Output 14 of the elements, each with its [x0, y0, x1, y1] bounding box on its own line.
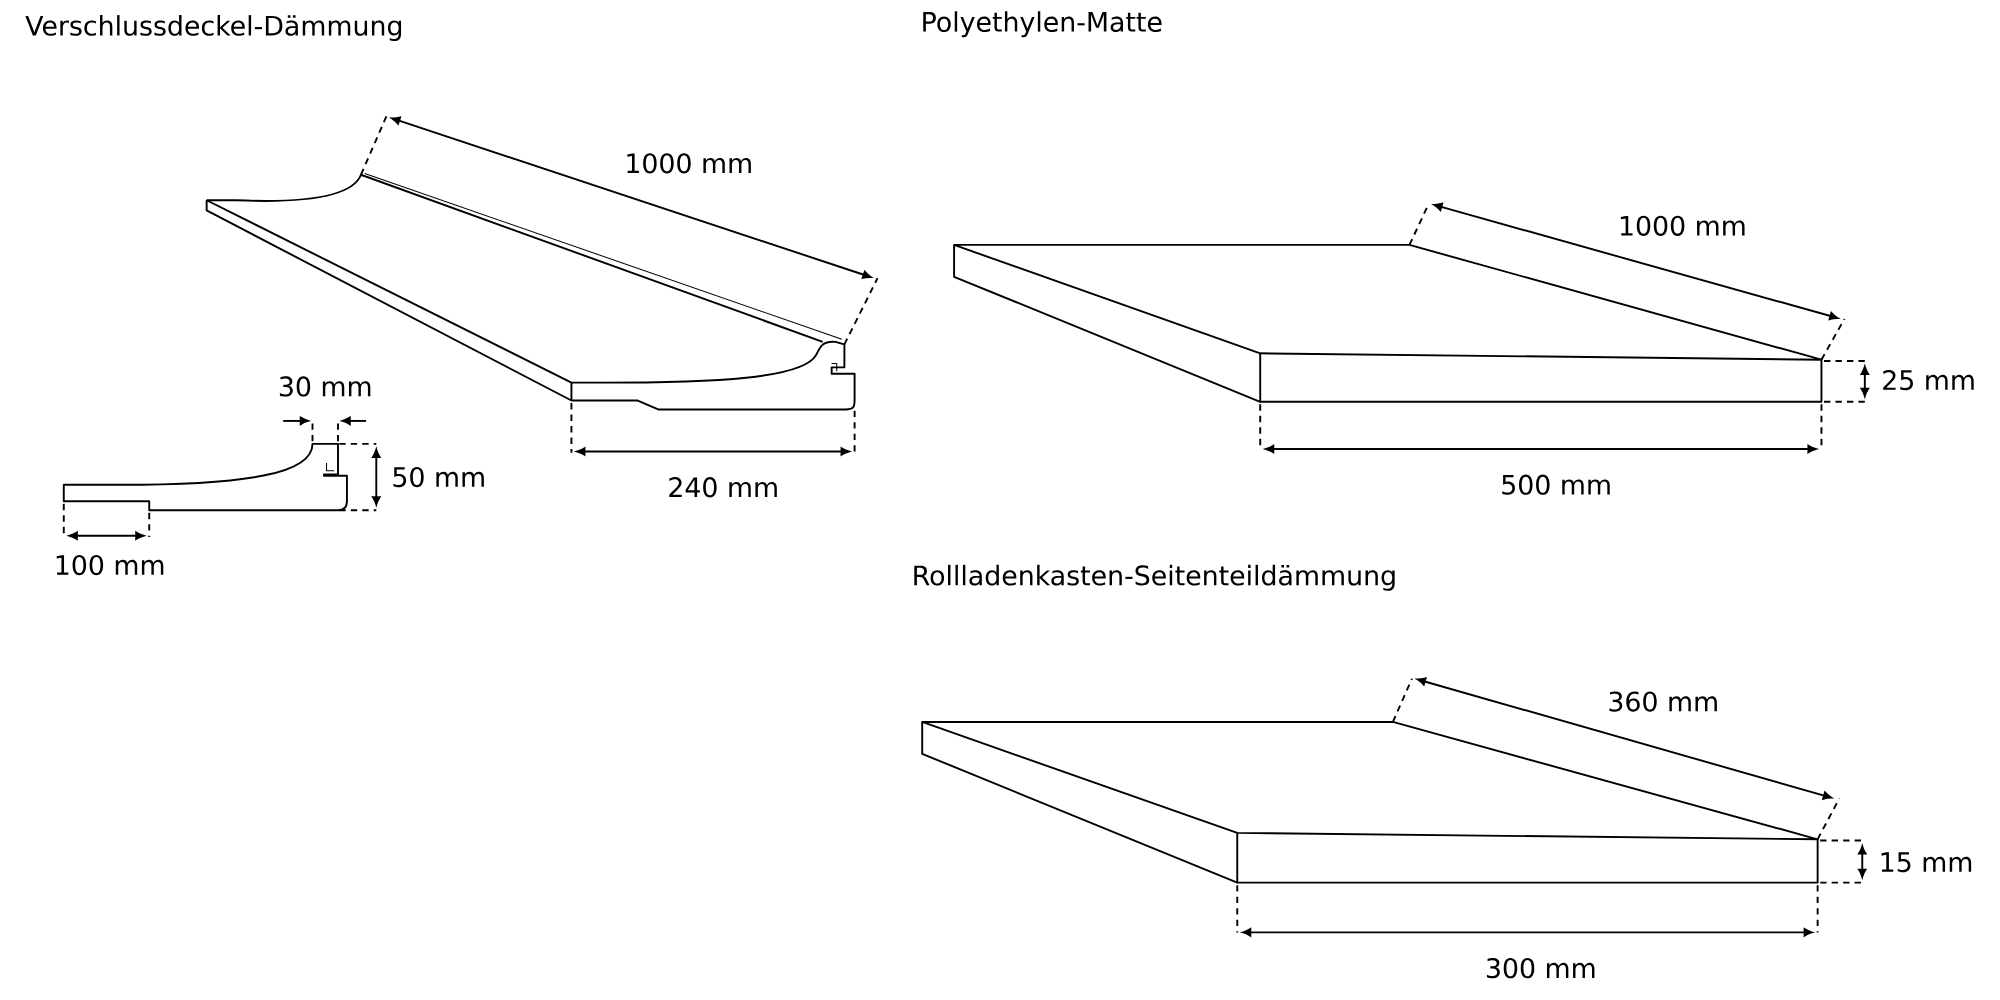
dimension-label: 500 mm	[1502, 474, 1610, 495]
dimension-label: 240 mm	[669, 477, 777, 498]
heading: Polyethylen-Matte	[923, 11, 1162, 38]
heading: Verschlussdeckel-Dämmung	[25, 15, 402, 42]
heading: Rollladenkasten-Seitenteildämmung	[914, 564, 1395, 591]
dimension-label: 15 mm	[1881, 852, 1972, 873]
dimension-label: 100 mm	[56, 554, 164, 576]
dimension-label: 360 mm	[1609, 691, 1717, 712]
dimension-label: 30 mm	[279, 376, 371, 397]
dimension-label: 25 mm	[1883, 369, 1974, 391]
dimension-label: 1000 mm	[1620, 215, 1745, 236]
dimension-label: 50 mm	[393, 466, 484, 488]
dimension-label: 1000 mm	[627, 153, 751, 174]
dimension-label: 300 mm	[1486, 958, 1595, 979]
